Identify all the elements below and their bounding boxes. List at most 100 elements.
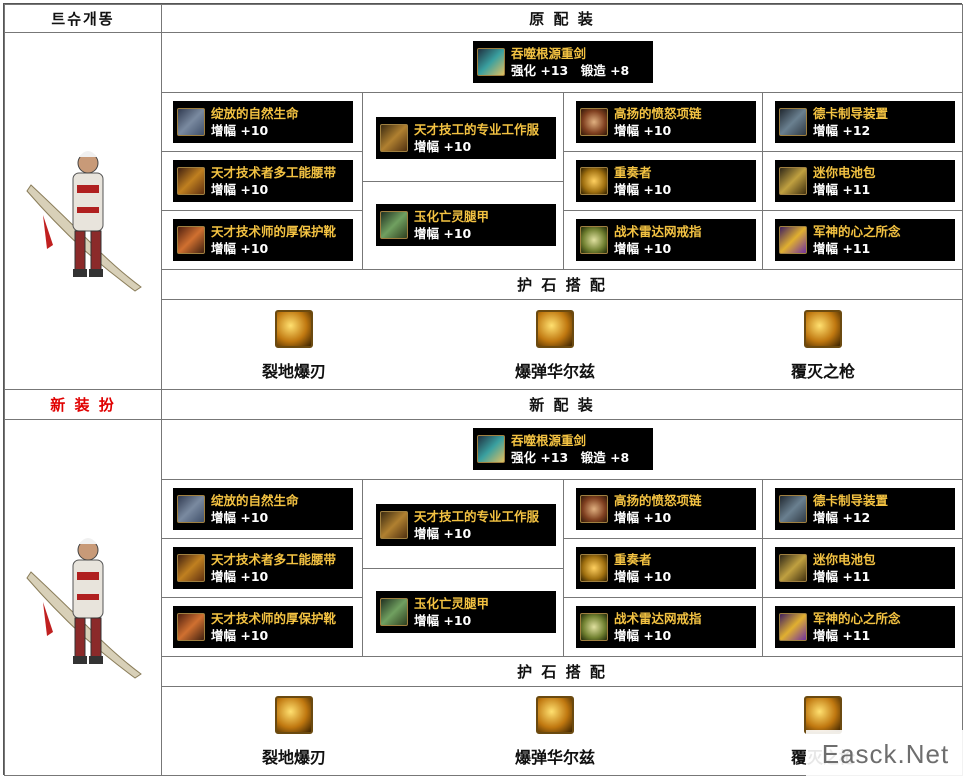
gear-item-boots[interactable]: 天才技术师的厚保护靴增幅 +10 bbox=[173, 606, 353, 648]
section-title-text: 原 配 装 bbox=[529, 10, 595, 28]
belt-icon bbox=[177, 554, 205, 582]
gear-item-legs[interactable]: 玉化亡灵腿甲增幅 +10 bbox=[376, 591, 556, 633]
sword-icon bbox=[477, 435, 505, 463]
item-name: 玉化亡灵腿甲 bbox=[414, 209, 490, 224]
talisman-item[interactable]: 爆弹华尔兹 bbox=[495, 696, 615, 768]
battery-icon bbox=[779, 554, 807, 582]
item-stat: 增幅 +12 bbox=[813, 123, 871, 138]
gear-item-belt[interactable]: 天才技术者多工能腰带增幅 +10 bbox=[173, 547, 353, 589]
talisman-spear-icon bbox=[804, 310, 842, 348]
talisman-name: 爆弹华尔兹 bbox=[514, 748, 595, 767]
item-stat: 增幅 +11 bbox=[813, 182, 871, 197]
necklace-icon bbox=[580, 108, 608, 136]
item-name: 吞噬根源重剑 bbox=[511, 46, 587, 61]
item-name: 战术雷达网戒指 bbox=[614, 224, 702, 239]
talisman-bomb-icon bbox=[536, 696, 574, 734]
armor-icon bbox=[380, 124, 408, 152]
gear-item-ring[interactable]: 战术雷达网戒指增幅 +10 bbox=[576, 606, 756, 648]
device-icon bbox=[779, 108, 807, 136]
talisman-blade-icon bbox=[275, 310, 313, 348]
item-name: 玉化亡灵腿甲 bbox=[414, 596, 490, 611]
item-stat: 增幅 +10 bbox=[211, 182, 269, 197]
item-stat: 增幅 +12 bbox=[813, 510, 871, 525]
item-name: 重奏者 bbox=[614, 165, 652, 180]
talisman-item[interactable]: 覆灭之枪 bbox=[773, 310, 873, 382]
item-name: 高扬的愤怒项链 bbox=[614, 106, 702, 121]
item-stat: 增幅 +11 bbox=[813, 569, 871, 584]
gear-item-necklace[interactable]: 高扬的愤怒项链增幅 +10 bbox=[576, 101, 756, 143]
shoulder-icon bbox=[177, 108, 205, 136]
talisman-item[interactable]: 爆弹华尔兹 bbox=[495, 310, 615, 382]
talisman-blade-icon bbox=[275, 696, 313, 734]
shoulder-icon bbox=[177, 495, 205, 523]
bracelet-icon bbox=[580, 554, 608, 582]
section-title: 新 配 装 bbox=[161, 389, 963, 420]
talisman-spear-icon bbox=[804, 696, 842, 734]
gear-item-battery[interactable]: 迷你电池包增幅 +11 bbox=[775, 160, 955, 202]
item-name: 重奏者 bbox=[614, 552, 652, 567]
item-stat: 增幅 +10 bbox=[614, 510, 672, 525]
gear-item-shoulder[interactable]: 绽放的自然生命增幅 +10 bbox=[173, 488, 353, 530]
section-title-text: 新 配 装 bbox=[529, 396, 595, 414]
weapon-item[interactable]: 吞噬根源重剑 强化 +13 锻造 +8 bbox=[473, 41, 653, 83]
gear-item-device[interactable]: 德卡制导装置增幅 +12 bbox=[775, 101, 955, 143]
item-name: 高扬的愤怒项链 bbox=[614, 493, 702, 508]
gear-item-belt[interactable]: 天才技术者多工能腰带增幅 +10 bbox=[173, 160, 353, 202]
item-name: 吞噬根源重剑 bbox=[511, 433, 587, 448]
belt-icon bbox=[177, 167, 205, 195]
section-label: 新 装 扮 bbox=[4, 389, 162, 420]
character-sprite bbox=[26, 151, 142, 292]
item-name: 天才技工的专业工作服 bbox=[414, 122, 540, 137]
weapon-item[interactable]: 吞噬根源重剑 强化 +13 锻造 +8 bbox=[473, 428, 653, 470]
item-name: 天才技术师的厚保护靴 bbox=[211, 224, 337, 239]
item-name: 军神的心之所念 bbox=[813, 224, 901, 239]
talisman-name: 覆灭之枪 bbox=[790, 362, 855, 381]
item-stat: 增幅 +10 bbox=[211, 241, 269, 256]
gear-item-bracelet[interactable]: 重奏者增幅 +10 bbox=[576, 160, 756, 202]
gear-item-bracelet[interactable]: 重奏者增幅 +10 bbox=[576, 547, 756, 589]
item-stat: 增幅 +10 bbox=[211, 510, 269, 525]
talisman-title: 护 石 搭 配 bbox=[161, 269, 963, 300]
item-stat: 增幅 +10 bbox=[614, 182, 672, 197]
gear-item-earring[interactable]: 军神的心之所念增幅 +11 bbox=[775, 219, 955, 261]
gear-item-battery[interactable]: 迷你电池包增幅 +11 bbox=[775, 547, 955, 589]
battery-icon bbox=[779, 167, 807, 195]
item-stat: 增幅 +10 bbox=[211, 123, 269, 138]
necklace-icon bbox=[580, 495, 608, 523]
item-stat: 增幅 +11 bbox=[813, 628, 871, 643]
gear-item-boots[interactable]: 天才技术师的厚保护靴增幅 +10 bbox=[173, 219, 353, 261]
gear-item-ring[interactable]: 战术雷达网戒指增幅 +10 bbox=[576, 219, 756, 261]
earring-icon bbox=[779, 613, 807, 641]
item-stat: 增幅 +10 bbox=[414, 613, 472, 628]
character-cell bbox=[4, 419, 162, 776]
item-stat: 增幅 +10 bbox=[414, 226, 472, 241]
gear-item-earring[interactable]: 军神的心之所念增幅 +11 bbox=[775, 606, 955, 648]
item-name: 德卡制导装置 bbox=[813, 106, 889, 121]
legs-icon bbox=[380, 211, 408, 239]
section-label-text: 新 装 扮 bbox=[50, 396, 116, 414]
gear-item-shoulder[interactable]: 绽放的自然生命增幅 +10 bbox=[173, 101, 353, 143]
item-stat: 增幅 +10 bbox=[614, 628, 672, 643]
armor-icon bbox=[380, 511, 408, 539]
item-name: 迷你电池包 bbox=[813, 552, 876, 567]
gear-item-armor[interactable]: 天才技工的专业工作服增幅 +10 bbox=[376, 504, 556, 546]
gear-item-device[interactable]: 德卡制导装置增幅 +12 bbox=[775, 488, 955, 530]
talisman-name: 爆弹华尔兹 bbox=[514, 362, 595, 381]
talisman-item[interactable]: 裂地爆刃 bbox=[244, 696, 344, 768]
watermark-text: Easck.Net bbox=[821, 738, 950, 769]
boots-icon bbox=[177, 226, 205, 254]
section-label: 트슈개똥 bbox=[4, 4, 162, 33]
talisman-item[interactable]: 裂地爆刃 bbox=[244, 310, 344, 382]
ring-icon bbox=[580, 226, 608, 254]
gear-item-legs[interactable]: 玉化亡灵腿甲增幅 +10 bbox=[376, 204, 556, 246]
item-name: 天才技术者多工能腰带 bbox=[211, 165, 337, 180]
gear-item-necklace[interactable]: 高扬的愤怒项链增幅 +10 bbox=[576, 488, 756, 530]
item-name: 战术雷达网戒指 bbox=[614, 611, 702, 626]
item-stat: 增幅 +10 bbox=[614, 569, 672, 584]
gear-item-armor[interactable]: 天才技工的专业工作服增幅 +10 bbox=[376, 117, 556, 159]
item-name: 迷你电池包 bbox=[813, 165, 876, 180]
item-name: 天才技工的专业工作服 bbox=[414, 509, 540, 524]
talisman-title: 护 石 搭 配 bbox=[161, 656, 963, 687]
device-icon bbox=[779, 495, 807, 523]
item-name: 天才技术师的厚保护靴 bbox=[211, 611, 337, 626]
